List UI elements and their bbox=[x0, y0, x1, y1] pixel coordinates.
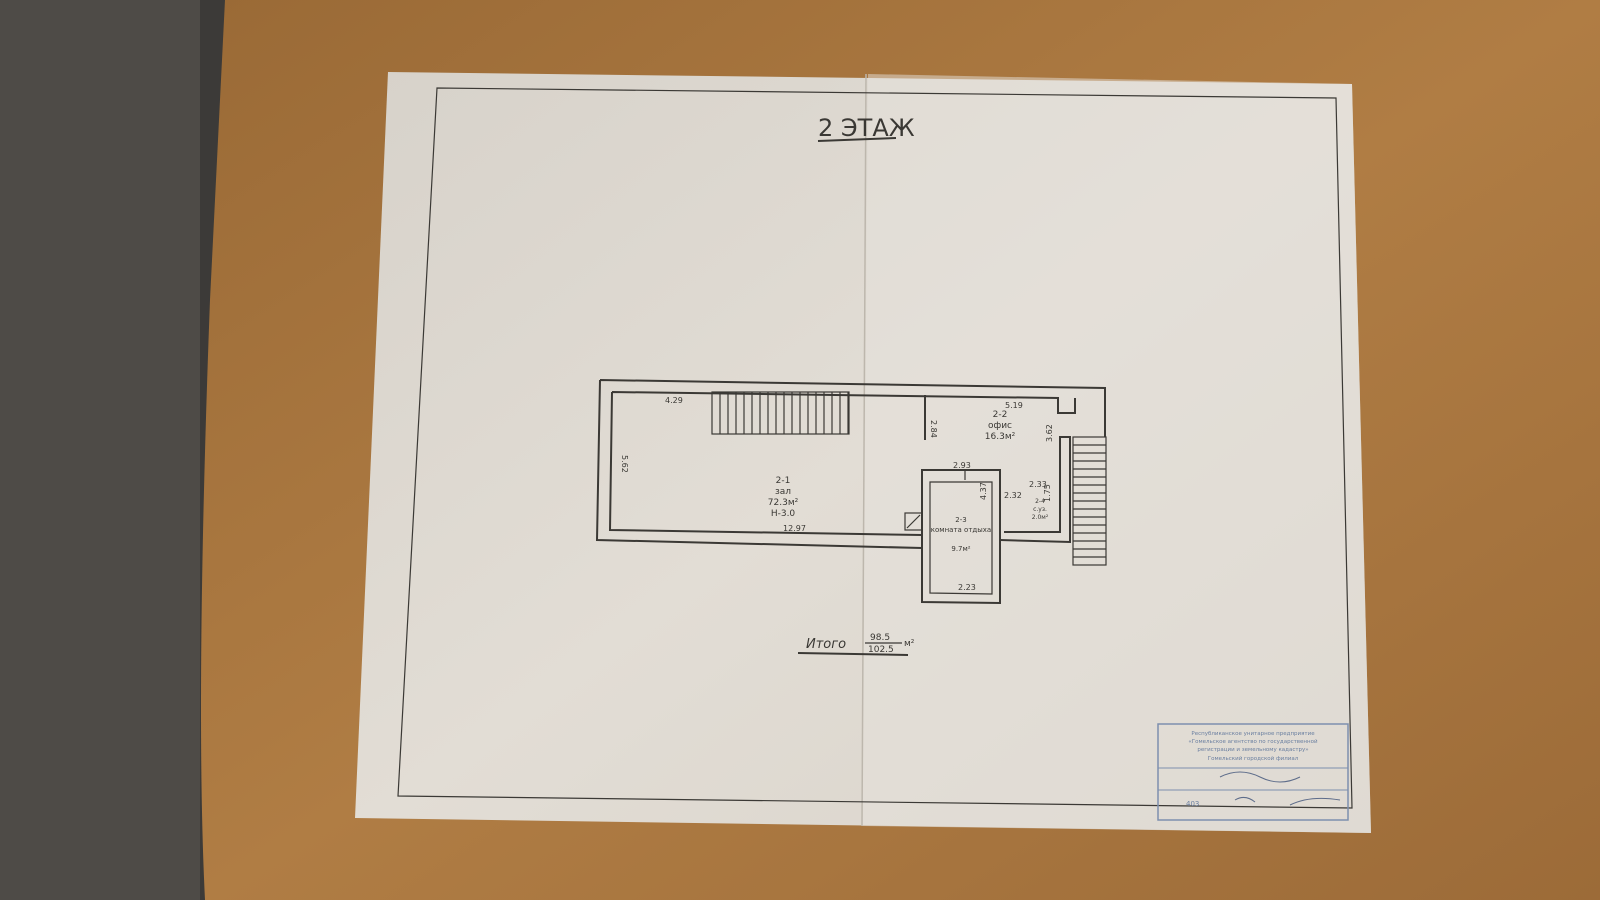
total-area: Итого 98.5 102.5 м² bbox=[797, 633, 915, 656]
paper-right-half bbox=[862, 74, 1371, 833]
room-2-1-area: 72.3м² bbox=[768, 498, 799, 508]
room-2-3-name: комната отдыха bbox=[931, 526, 991, 534]
room-2-4-name: с.уз. bbox=[1033, 506, 1047, 513]
staircase-right bbox=[1072, 436, 1107, 566]
dim-12-97: 12.97 bbox=[783, 524, 806, 533]
dim-4-37: 4.37 bbox=[979, 482, 988, 500]
room-2-4-id: 2-4 bbox=[1035, 498, 1045, 505]
dim-5-19: 5.19 bbox=[1005, 401, 1023, 410]
handwritten-signature bbox=[1219, 771, 1341, 806]
stamp-line-3: регистрации и земельному кадастру» bbox=[1197, 747, 1308, 753]
dim-2-32: 2.32 bbox=[1004, 491, 1022, 500]
title-underline bbox=[817, 137, 897, 142]
floor-plan-sheet: 2 ЭТАЖ 4.29 5.62 12.97 2.84 5.19 bbox=[355, 72, 1371, 833]
floor-title: 2 ЭТАЖ bbox=[818, 114, 915, 142]
dim-2-23: 2.23 bbox=[958, 583, 976, 592]
stamp-line-4: Гомельский городской филиал bbox=[1208, 755, 1299, 762]
curtain bbox=[0, 0, 200, 900]
room-2-3-area: 9.7м² bbox=[951, 545, 970, 553]
total-living: 98.5 bbox=[870, 633, 890, 643]
room-2-1-height: Н-3.0 bbox=[771, 509, 796, 519]
total-unit: м² bbox=[904, 639, 915, 649]
stamp-line-2: «Гомельское агентство по государственной bbox=[1188, 738, 1318, 745]
dim-4-29: 4.29 bbox=[665, 396, 683, 405]
room-2-2-id: 2-2 bbox=[993, 410, 1008, 420]
dim-1-75: 1.75 bbox=[1043, 484, 1052, 502]
registry-stamp: Республиканское унитарное предприятие «Г… bbox=[1157, 723, 1349, 821]
room-2-1-id: 2-1 bbox=[776, 476, 791, 486]
drawing-frame bbox=[397, 87, 1353, 809]
room-2-4-area: 2.0м² bbox=[1032, 514, 1049, 521]
fold-line bbox=[861, 73, 867, 827]
dim-2-84: 2.84 bbox=[929, 420, 938, 438]
room-2-1-name: зал bbox=[775, 487, 791, 497]
total-label: Итого bbox=[806, 637, 846, 652]
dim-2-33: 2.33 bbox=[1029, 480, 1047, 489]
dim-3-62: 3.62 bbox=[1045, 424, 1054, 442]
stamp-number: 403 bbox=[1186, 800, 1199, 808]
plan-walls bbox=[595, 379, 1106, 605]
room-2-2-name: офис bbox=[988, 421, 1012, 431]
dim-2-93: 2.93 bbox=[953, 461, 971, 470]
dim-5-62: 5.62 bbox=[620, 455, 629, 473]
room-2-2-area: 16.3м² bbox=[985, 432, 1016, 442]
room-2-3-id: 2-3 bbox=[955, 516, 966, 524]
staircase-left bbox=[711, 391, 850, 435]
stamp-line-1: Республиканское унитарное предприятие bbox=[1191, 731, 1315, 737]
total-all: 102.5 bbox=[868, 645, 894, 655]
